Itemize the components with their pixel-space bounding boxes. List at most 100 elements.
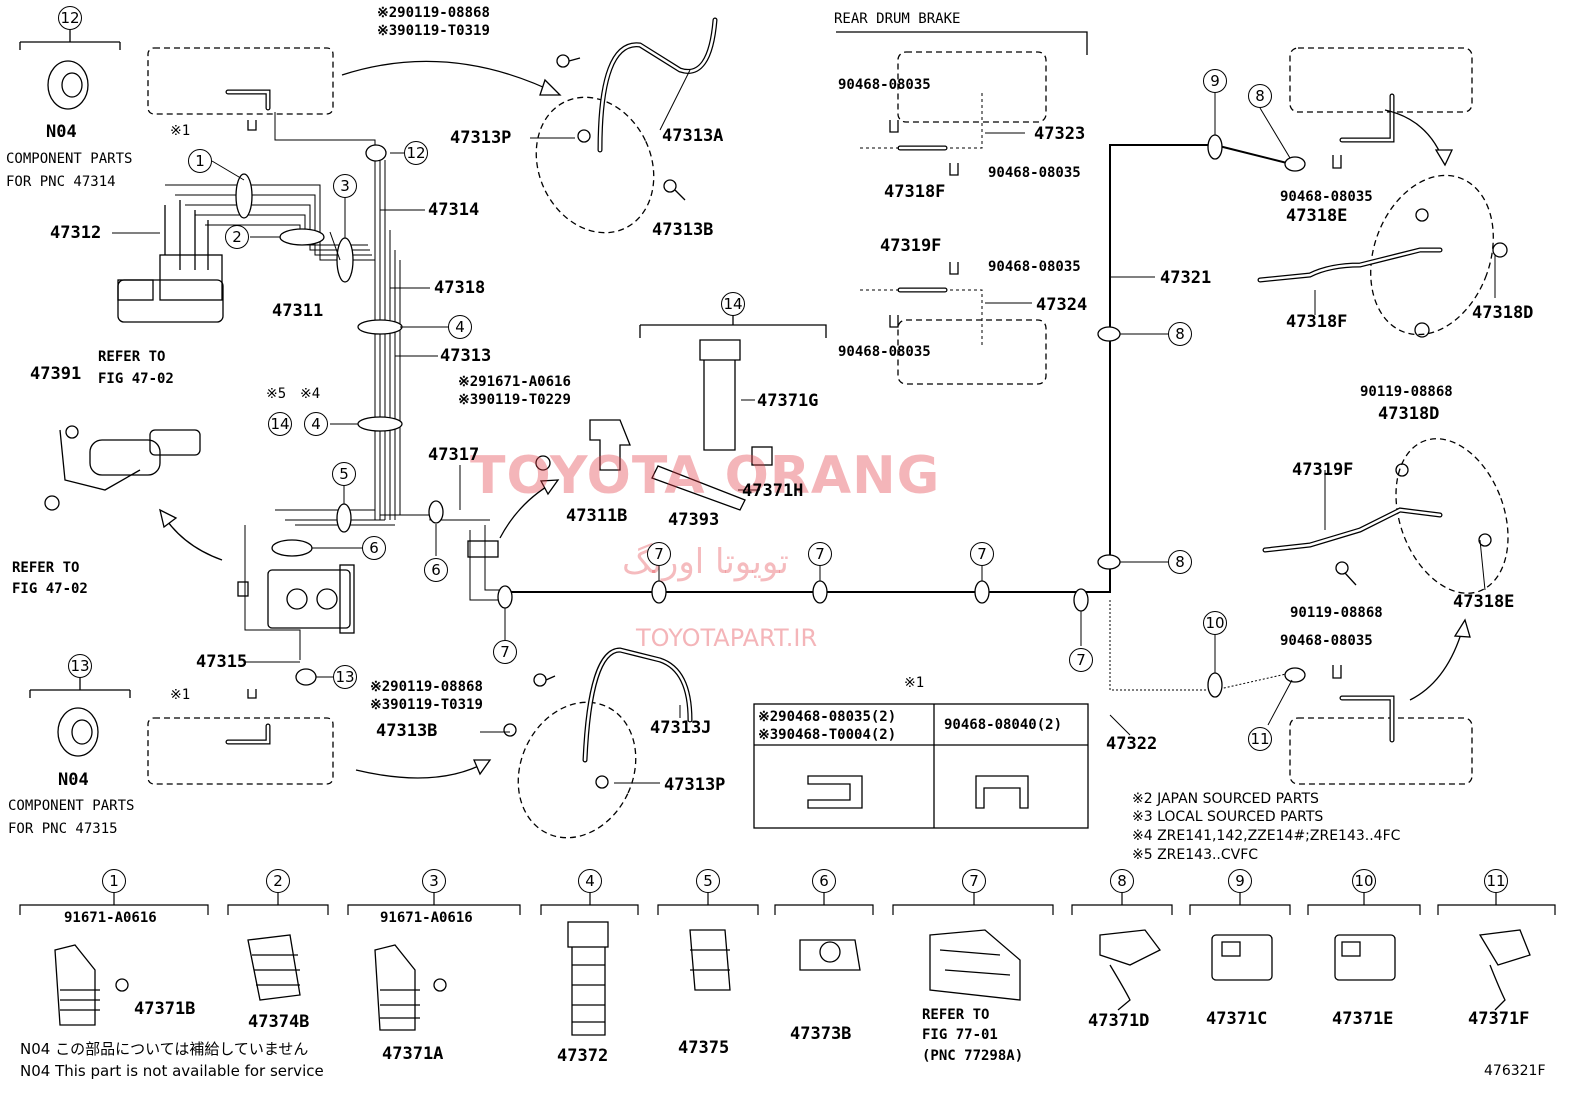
component-label-top: N04 xyxy=(46,122,77,142)
part-47322: 47322 xyxy=(1106,734,1158,754)
callout-6: 6 xyxy=(362,536,386,560)
part-47315: 47315 xyxy=(196,652,248,672)
brake-line-bundle xyxy=(165,112,500,660)
mark-5: ※5 xyxy=(266,386,287,402)
bracket-lines xyxy=(639,31,1088,338)
callout-9: 9 xyxy=(1203,69,1227,93)
callout-8a: 8 xyxy=(1168,322,1192,346)
component-group-13 xyxy=(29,678,131,757)
callout-14a: 14 xyxy=(268,412,292,436)
legend-11-part: 47371F xyxy=(1468,1009,1530,1029)
part-47318D-mid: 47318D xyxy=(1378,404,1440,424)
legend-10-part: 47371E xyxy=(1332,1009,1394,1029)
legend-9-part: 47371C xyxy=(1206,1009,1268,1029)
clip-table xyxy=(753,703,1089,829)
legend-clip-drawings xyxy=(54,921,1531,1036)
part-47314: 47314 xyxy=(428,200,480,220)
u-clips xyxy=(889,120,1342,679)
part-47323: 47323 xyxy=(1034,124,1086,144)
dashed-outlines xyxy=(147,47,1509,839)
clip-note-2: ※390119-T0229 xyxy=(458,392,571,408)
legend-11-num: 11 xyxy=(1484,869,1508,893)
legend-3-num: 3 xyxy=(422,869,446,893)
part-47312: 47312 xyxy=(50,223,102,243)
legend-7-line3: (PNC 77298A) xyxy=(922,1048,1024,1064)
callout-13: 13 xyxy=(333,665,357,689)
legend-6-num: 6 xyxy=(812,869,836,893)
note-3: ※4 ZRE141,142,ZZE14#;ZRE143..4FC xyxy=(1132,828,1401,844)
legend-4-part: 47372 xyxy=(557,1046,609,1066)
part-47318F-top: 47318F xyxy=(884,182,946,202)
callout-6b: 6 xyxy=(424,558,448,582)
part-90119-b: 90119-08868 xyxy=(1290,605,1383,621)
bolt-note-top-1: ※290119-08868 xyxy=(377,5,490,21)
part-90468-b: 90468-08035 xyxy=(988,165,1081,181)
callout-3: 3 xyxy=(333,174,357,198)
part-47393: 47393 xyxy=(668,510,720,530)
legend-7-num: 7 xyxy=(962,869,986,893)
arrows xyxy=(159,60,1471,779)
bolt-note-top-2: ※390119-T0319 xyxy=(377,23,490,39)
part-47321: 47321 xyxy=(1160,268,1212,288)
legend-4-num: 4 xyxy=(578,869,602,893)
part-90468-a: 90468-08035 xyxy=(838,77,931,93)
leader-lines xyxy=(112,69,1496,784)
component-label-bottom: N04 xyxy=(58,770,89,790)
callout-8c: 8 xyxy=(1248,84,1272,108)
legend-7-line2: FIG 77-01 xyxy=(922,1027,998,1043)
part-47317: 47317 xyxy=(428,445,480,465)
bolt-note-bottom-2: ※390119-T0319 xyxy=(370,697,483,713)
bolt-note-bottom-1: ※290119-08868 xyxy=(370,679,483,695)
part-47318F-right: 47318F xyxy=(1286,312,1348,332)
refer-left-line2: FIG 47-02 xyxy=(12,581,88,597)
table-col1-line1: ※290468-08035(2) xyxy=(758,709,897,725)
watermark-url: TOYOTAPART.IR xyxy=(636,624,818,652)
watermark-english: TOYOTA ORANG xyxy=(470,446,941,506)
table-title: ※1 xyxy=(904,675,925,691)
note-4: ※5 ZRE143..CVFC xyxy=(1132,847,1259,863)
part-90468-e: 90468-08035 xyxy=(1280,189,1373,205)
callout-7e: 7 xyxy=(1069,648,1093,672)
legend-1-part: 47371B xyxy=(134,999,196,1019)
callout-5: 5 xyxy=(332,462,356,486)
footnote-japanese: N04 この部品については補給していません xyxy=(20,1040,309,1058)
legend-1-sub: 91671-A0616 xyxy=(64,910,157,926)
component-note-top-1: COMPONENT PARTS xyxy=(6,151,133,167)
part-47371G: 47371G xyxy=(757,391,819,411)
mark1-top: ※1 xyxy=(170,123,191,139)
component-group-12 xyxy=(19,30,121,110)
main-brake-line xyxy=(500,144,1296,691)
part-47313B-bottom: 47313B xyxy=(376,721,438,741)
callout-1: 1 xyxy=(188,149,212,173)
part-47371H: 47371H xyxy=(742,481,804,501)
part-47313B-top: 47313B xyxy=(652,220,714,240)
footnote-english: N04 This part is not available for servi… xyxy=(20,1062,324,1080)
legend-5-num: 5 xyxy=(696,869,720,893)
part-47324: 47324 xyxy=(1036,295,1088,315)
note-2: ※3 LOCAL SOURCED PARTS xyxy=(1132,809,1324,825)
callout-7a: 7 xyxy=(493,640,517,664)
legend-1-num: 1 xyxy=(102,869,126,893)
refer-left-line1: REFER TO xyxy=(12,560,80,576)
legend-2-part: 47374B xyxy=(248,1012,310,1032)
mark-4: ※4 xyxy=(300,386,321,402)
part-47318E-top: 47318E xyxy=(1286,206,1348,226)
callout-11: 11 xyxy=(1248,727,1272,751)
legend-3-sub: 91671-A0616 xyxy=(380,910,473,926)
callout-8b: 8 xyxy=(1168,550,1192,574)
callout-12-top: 12 xyxy=(58,6,82,30)
callout-10: 10 xyxy=(1203,611,1227,635)
part-47313A: 47313A xyxy=(662,126,724,146)
part-47318: 47318 xyxy=(434,278,486,298)
part-90468-c: 90468-08035 xyxy=(988,259,1081,275)
legend-6-part: 47373B xyxy=(790,1024,852,1044)
mark1-bottom: ※1 xyxy=(170,687,191,703)
refer-top-line2: FIG 47-02 xyxy=(98,371,174,387)
clip-parts xyxy=(237,120,773,699)
part-47319F-right: 47319F xyxy=(1292,460,1354,480)
legend-9-num: 9 xyxy=(1228,869,1252,893)
note-1: ※2 JAPAN SOURCED PARTS xyxy=(1132,791,1319,807)
master-cylinder xyxy=(267,564,355,634)
callout-7d: 7 xyxy=(970,542,994,566)
